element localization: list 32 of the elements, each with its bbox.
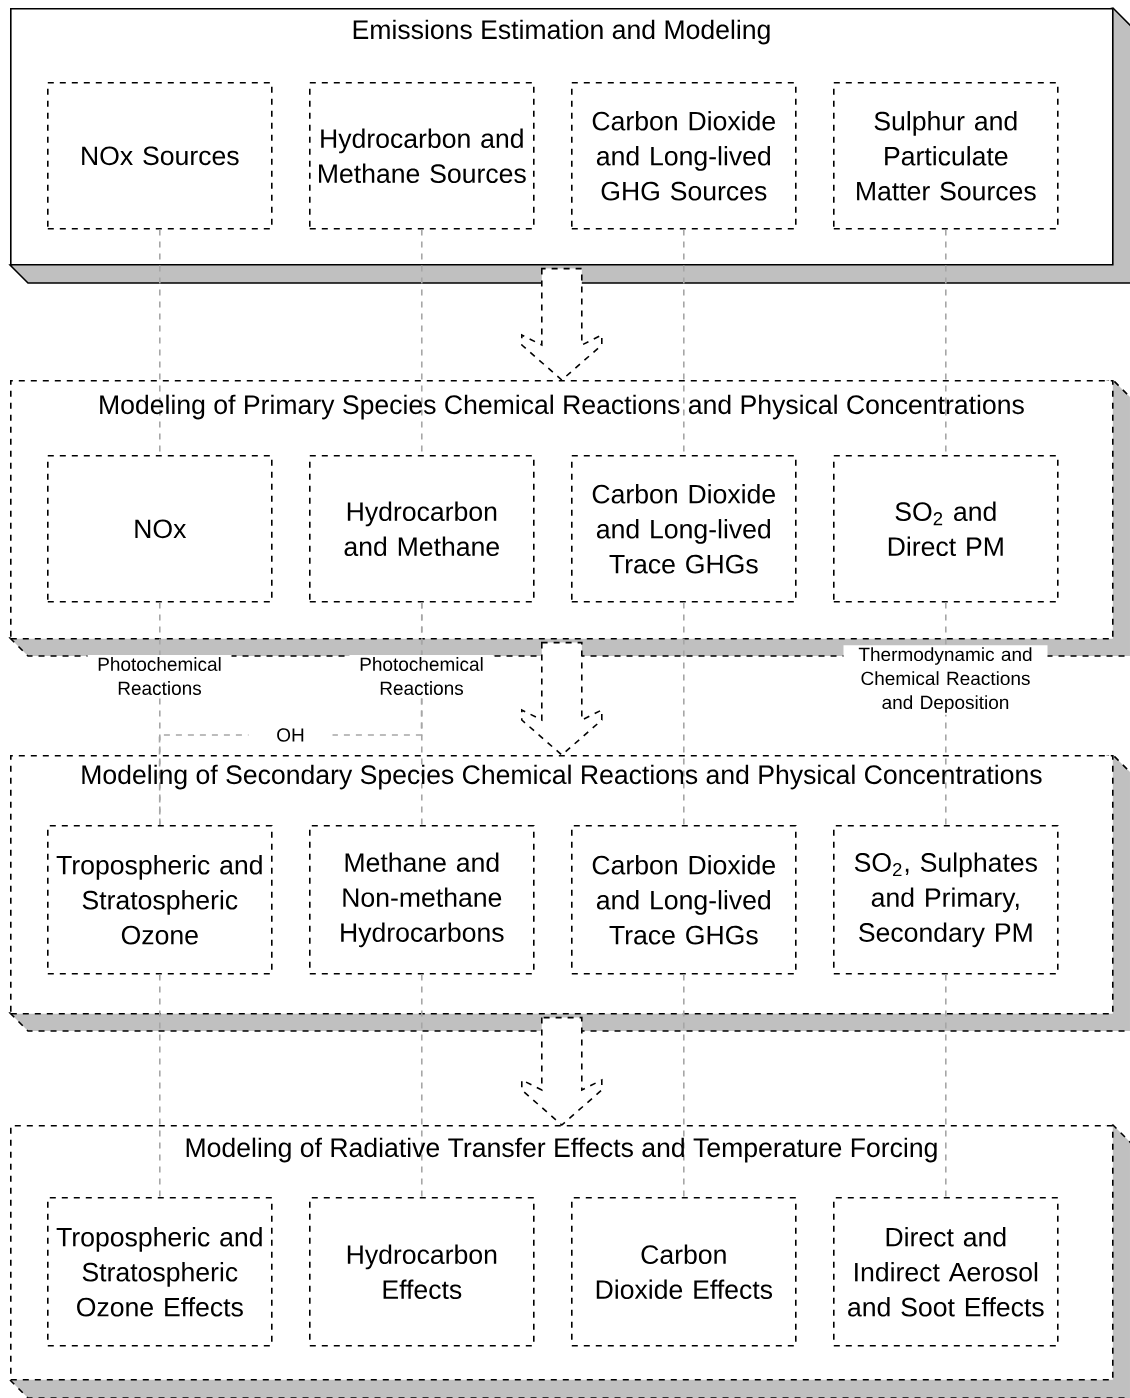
connector-line <box>421 973 423 1198</box>
process-box: Sulphur and Particulate Matter Sources <box>833 82 1059 230</box>
connector-line <box>945 973 947 1198</box>
process-box: NOx <box>47 455 273 603</box>
process-box: Direct and Indirect Aerosol and Soot Effects <box>833 1197 1059 1347</box>
block-arrow <box>521 267 603 382</box>
process-box: Carbon Dioxide and Long-lived Trace GHGs <box>571 455 797 603</box>
connector-line <box>683 601 685 826</box>
edge-label: Photochemical Reactions <box>98 657 221 695</box>
band-title: Modeling of Secondary Species Chemical Reactions and Physical Concentrations <box>82 764 1042 790</box>
process-box: Hydrocarbon and Methane <box>309 455 535 603</box>
band-title: Modeling of Radiative Transfer Effects and Temperature Forcing <box>186 1137 937 1163</box>
process-box: Carbon Dioxide and Long-lived GHG Sources <box>571 82 797 230</box>
process-box: Hydrocarbon and Methane Sources <box>309 82 535 230</box>
connector-line <box>159 973 161 1198</box>
process-box: SO$_{2}$ and Direct PM <box>833 455 1059 603</box>
process-box: Hydrocarbon Effects <box>309 1197 535 1347</box>
process-box: Carbon Dioxide and Long-lived Trace GHGs <box>571 825 797 975</box>
process-box: Methane and Non-methane Hydrocarbons <box>309 825 535 975</box>
process-box: Tropospheric and Stratospheric Ozone <box>47 825 273 975</box>
edge-label: OH <box>277 728 304 742</box>
process-box: SO$_{2}$, Sulphates and Primary, Secondary PM <box>833 825 1059 975</box>
process-box: Carbon Dioxide Effects <box>571 1197 797 1347</box>
connector-line <box>683 973 685 1198</box>
edge-label: Thermodynamic and Chemical Reactions and Deposition <box>858 647 1032 713</box>
band-title: Modeling of Primary Species Chemical Reactions and Physical Concentrations <box>100 394 1024 420</box>
block-arrow <box>521 1016 603 1127</box>
block-arrow <box>521 641 603 757</box>
process-box: NOx Sources <box>47 82 273 230</box>
band-title: Emissions Estimation and Modeling <box>353 19 770 45</box>
edge-label: Photochemical Reactions <box>360 657 483 695</box>
process-box: Tropospheric and Stratospheric Ozone Effects <box>47 1197 273 1347</box>
